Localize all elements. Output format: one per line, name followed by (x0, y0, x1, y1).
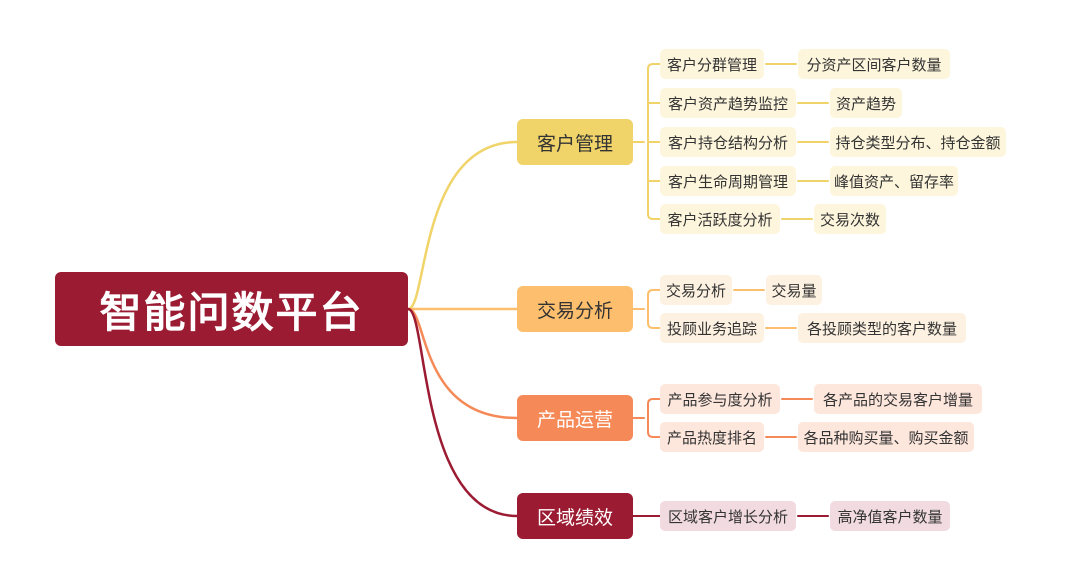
branch-leaf-link (647, 63, 661, 143)
root-branch-link (406, 307, 519, 420)
leaf-customer-segmentation[interactable]: 客户分群管理 (660, 49, 764, 79)
branch-customer-management[interactable]: 客户管理 (517, 119, 633, 165)
branch-product-operations[interactable]: 产品运营 (517, 395, 633, 441)
leaf-asset-trend-monitoring[interactable]: 客户资产趋势监控 (660, 88, 796, 118)
detail-peak-asset-retention[interactable]: 峰值资产、留存率 (830, 166, 958, 196)
detail-advisory-customer-count[interactable]: 各投顾类型的客户数量 (798, 313, 966, 343)
leaf-activity-analysis[interactable]: 客户活跃度分析 (660, 204, 780, 234)
leaf-advisory-tracking[interactable]: 投顾业务追踪 (660, 313, 764, 343)
detail-high-net-worth-count[interactable]: 高净值客户数量 (830, 501, 950, 531)
root-branch-link (406, 307, 519, 518)
branch-leaf-link (647, 289, 661, 310)
branch-leaf-link (647, 141, 661, 220)
branch-leaf-link (647, 417, 661, 438)
detail-product-customer-increment[interactable]: 各产品的交易客户增量 (814, 384, 982, 414)
branch-trade-analysis[interactable]: 交易分析 (517, 286, 633, 332)
detail-customer-count-by-asset-range[interactable]: 分资产区间客户数量 (798, 49, 950, 79)
leaf-lifecycle-management[interactable]: 客户生命周期管理 (660, 166, 796, 196)
detail-asset-trend[interactable]: 资产趋势 (830, 88, 902, 118)
detail-trade-count[interactable]: 交易次数 (814, 204, 886, 234)
detail-holding-distribution[interactable]: 持仓类型分布、持仓金额 (830, 127, 1006, 157)
leaf-product-popularity-ranking[interactable]: 产品热度排名 (660, 422, 764, 452)
branch-regional-performance[interactable]: 区域绩效 (517, 493, 633, 539)
leaf-holding-structure-analysis[interactable]: 客户持仓结构分析 (660, 127, 796, 157)
leaf-regional-customer-growth[interactable]: 区域客户增长分析 (660, 501, 796, 531)
leaf-trade-analysis[interactable]: 交易分析 (660, 275, 732, 305)
branch-leaf-link (647, 308, 661, 329)
root-branch-link (406, 140, 519, 311)
detail-trade-volume[interactable]: 交易量 (766, 275, 822, 305)
detail-purchase-volume-amount[interactable]: 各品种购买量、购买金额 (798, 422, 974, 452)
root-node[interactable]: 智能问数平台 (55, 272, 408, 346)
leaf-product-engagement[interactable]: 产品参与度分析 (660, 384, 780, 414)
branch-leaf-link (647, 398, 661, 419)
